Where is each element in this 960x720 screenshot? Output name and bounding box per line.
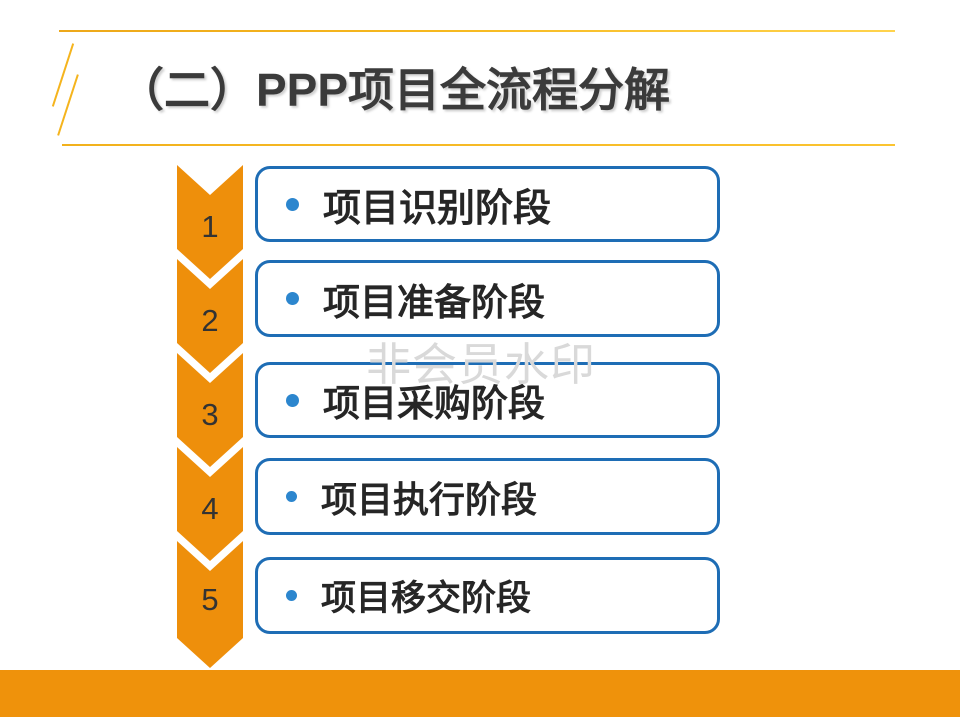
bullet-icon (286, 491, 297, 502)
stage-box-2: 项目准备阶段 (255, 260, 720, 337)
gold-rule-top (59, 30, 895, 32)
step-number: 3 (201, 397, 219, 432)
gold-rule-under-title (62, 144, 895, 146)
stage-label: 项目采购阶段 (323, 383, 545, 424)
stage-box-1: 项目识别阶段 (255, 166, 720, 242)
chevron-step-5: 5 (177, 541, 243, 668)
step-number: 5 (201, 582, 219, 617)
step-number: 4 (201, 491, 219, 526)
slide-title: （二）PPP项目全流程分解 (118, 64, 671, 116)
stage-label: 项目准备阶段 (323, 281, 545, 323)
bullet-icon (286, 590, 297, 601)
footer-accent-bar (0, 670, 960, 717)
stage-box-4: 项目执行阶段 (255, 458, 720, 535)
step-number: 2 (201, 303, 219, 338)
step-number: 1 (201, 209, 219, 244)
chevron-step-1: 1 (177, 165, 243, 279)
stage-label: 项目识别阶段 (323, 187, 552, 230)
stage-label: 项目执行阶段 (321, 478, 538, 520)
stage-box-3: 项目采购阶段 (255, 362, 720, 438)
bullet-icon (286, 393, 299, 407)
bullet-icon (286, 292, 299, 305)
stage-box-5: 项目移交阶段 (255, 557, 720, 634)
stage-label: 项目移交阶段 (321, 579, 532, 618)
bullet-icon (286, 197, 299, 211)
